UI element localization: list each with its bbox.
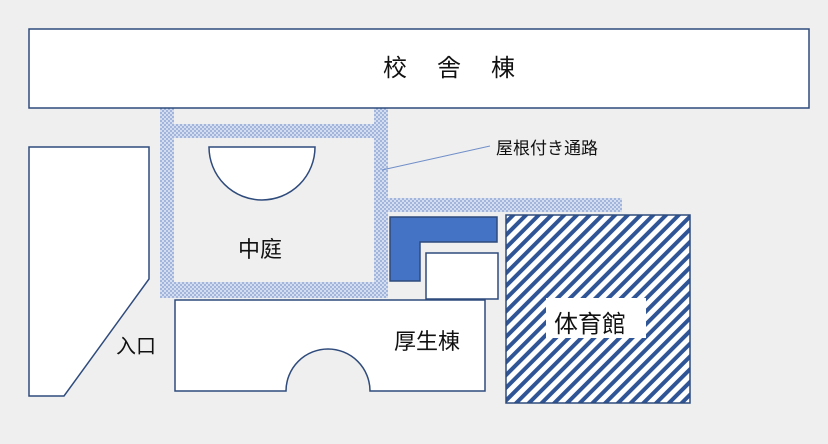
courtyard-label: 中庭 [238,238,283,263]
welfare-building-label: 厚生棟 [394,330,461,355]
blue-l-block [389,216,498,282]
courtyard-half-circle [208,146,316,201]
school-building-label: 校舎棟 [383,54,545,82]
walkway-leader-line [381,145,491,171]
welfare-building [174,299,486,392]
small-building [425,252,499,300]
gymnasium-label-box [546,298,646,338]
gymnasium-label: 体育館 [554,310,626,338]
covered-walkway-label: 屋根付き通路 [496,139,598,159]
entrance-label: 入口 [116,334,156,358]
school-building [28,28,810,109]
covered-walkway [160,108,622,298]
west-building [28,146,150,397]
